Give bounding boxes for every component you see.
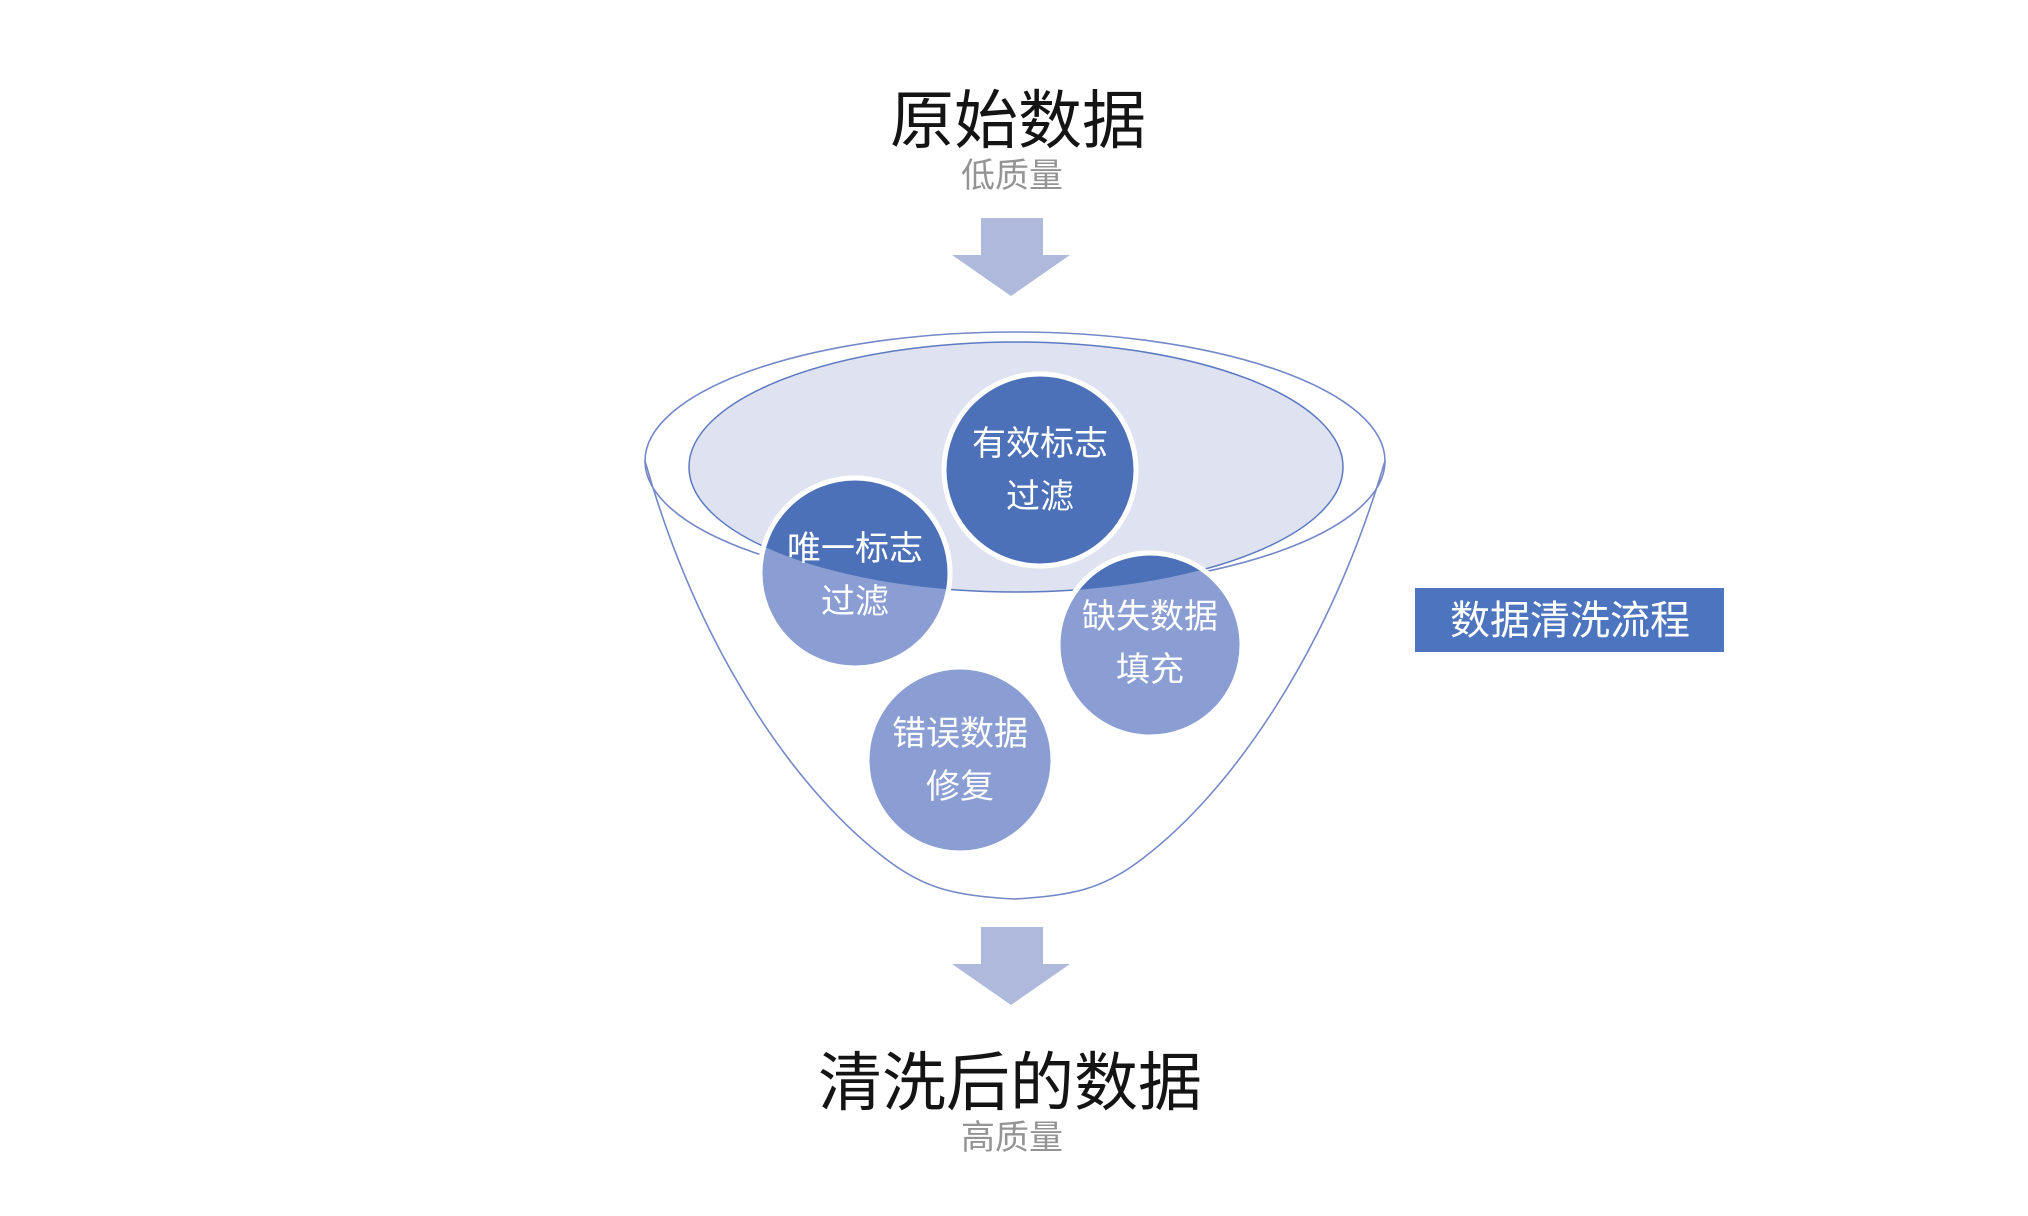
bubble-label-missing-data-line1: 缺失数据 [1082,598,1218,636]
funnel-cone-outline [644,460,1386,900]
bubble-dark-overlay [757,371,1245,592]
bubble-label-error-data-line1: 错误数据 [892,715,1028,753]
bubble-label-valid-flag-line2: 过滤 [1006,478,1074,516]
bubble-missing-data-fill-dark [1055,550,1245,592]
result-title: 清洗后的数据 [818,1047,1202,1119]
bubble-valid-flag-filter-dark [941,371,1139,569]
source-subtitle: 低质量 [961,157,1063,195]
process-label-box [1415,588,1724,652]
source-title: 原始数据 [890,85,1146,157]
bubble-label-error-data-line2: 修复 [926,768,994,806]
down-arrow-icon-top [952,218,1070,296]
bubble-label-unique-flag-line2: 过滤 [821,583,889,621]
bubble-label-valid-flag-line1: 有效标志 [972,425,1108,463]
bubble-label-unique-flag-line1: 唯一标志 [787,530,923,568]
bubble-error-data-repair [864,664,1056,856]
result-subtitle: 高质量 [961,1119,1063,1157]
down-arrow-icon-bottom [952,927,1070,1005]
process-label-text: 数据清洗流程 [1450,599,1690,643]
bubble-label-missing-data-line2: 填充 [1116,651,1184,689]
